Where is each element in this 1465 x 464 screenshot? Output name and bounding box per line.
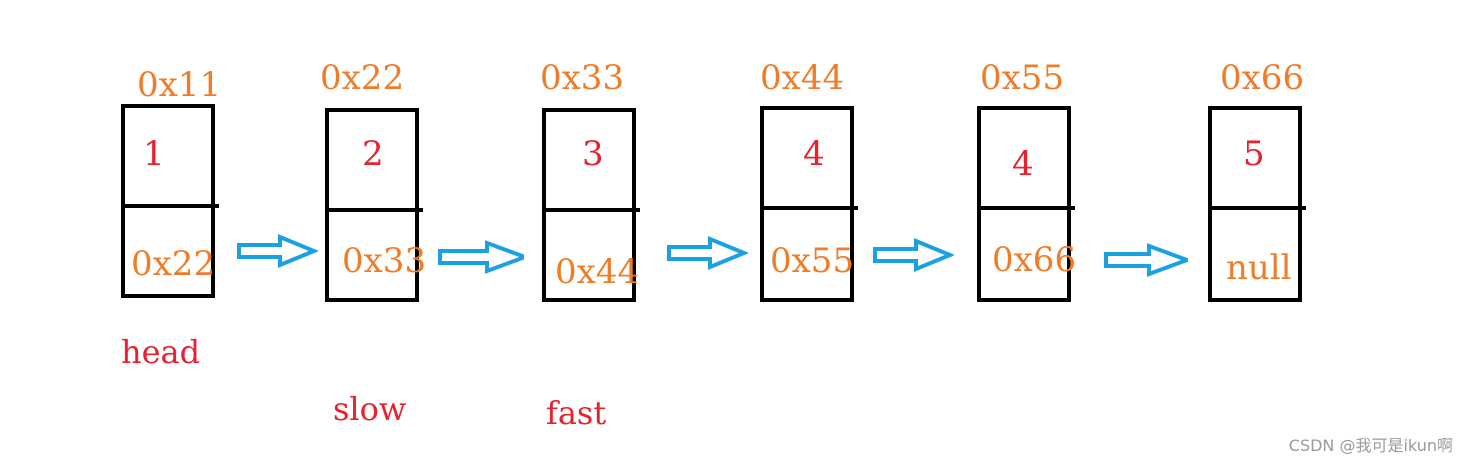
node-next-pointer: 0x66 xyxy=(992,240,1077,280)
node-divider xyxy=(1208,206,1306,210)
node-divider xyxy=(121,204,219,208)
list-node xyxy=(760,106,858,302)
list-node xyxy=(325,108,423,302)
node-value: 4 xyxy=(1012,144,1034,184)
node-address: 0x55 xyxy=(980,58,1065,98)
slow-pointer-label: slow xyxy=(333,390,407,428)
fast-pointer-label: fast xyxy=(546,394,607,432)
node-value: 3 xyxy=(582,134,604,174)
node-divider xyxy=(977,206,1075,210)
node-divider xyxy=(542,208,640,212)
node-next-pointer: 0x44 xyxy=(555,252,640,292)
node-divider xyxy=(760,206,858,210)
node-next-pointer: 0x55 xyxy=(770,241,855,281)
node-address: 0x11 xyxy=(137,65,222,105)
right-arrow-icon xyxy=(438,240,524,274)
right-arrow-icon xyxy=(1104,243,1188,277)
right-arrow-icon xyxy=(237,234,318,268)
node-address: 0x44 xyxy=(760,58,845,98)
list-node xyxy=(977,106,1075,302)
node-value: 4 xyxy=(803,134,825,174)
list-node xyxy=(121,104,219,298)
node-value: 1 xyxy=(143,134,165,174)
head-pointer-label: head xyxy=(121,333,201,371)
node-address: 0x22 xyxy=(320,58,405,98)
node-divider xyxy=(325,208,423,212)
right-arrow-icon xyxy=(873,238,954,272)
list-node xyxy=(542,108,640,302)
right-arrow-icon xyxy=(667,236,748,270)
node-address: 0x66 xyxy=(1220,58,1305,98)
node-value: 5 xyxy=(1243,134,1265,174)
node-next-pointer: 0x22 xyxy=(131,244,216,284)
node-address: 0x33 xyxy=(540,58,625,98)
node-value: 2 xyxy=(362,134,384,174)
watermark: CSDN @我可是ikun啊 xyxy=(1288,436,1453,455)
node-next-pointer: 0x33 xyxy=(342,241,427,281)
node-next-pointer: null xyxy=(1226,248,1292,288)
list-node xyxy=(1208,106,1306,302)
